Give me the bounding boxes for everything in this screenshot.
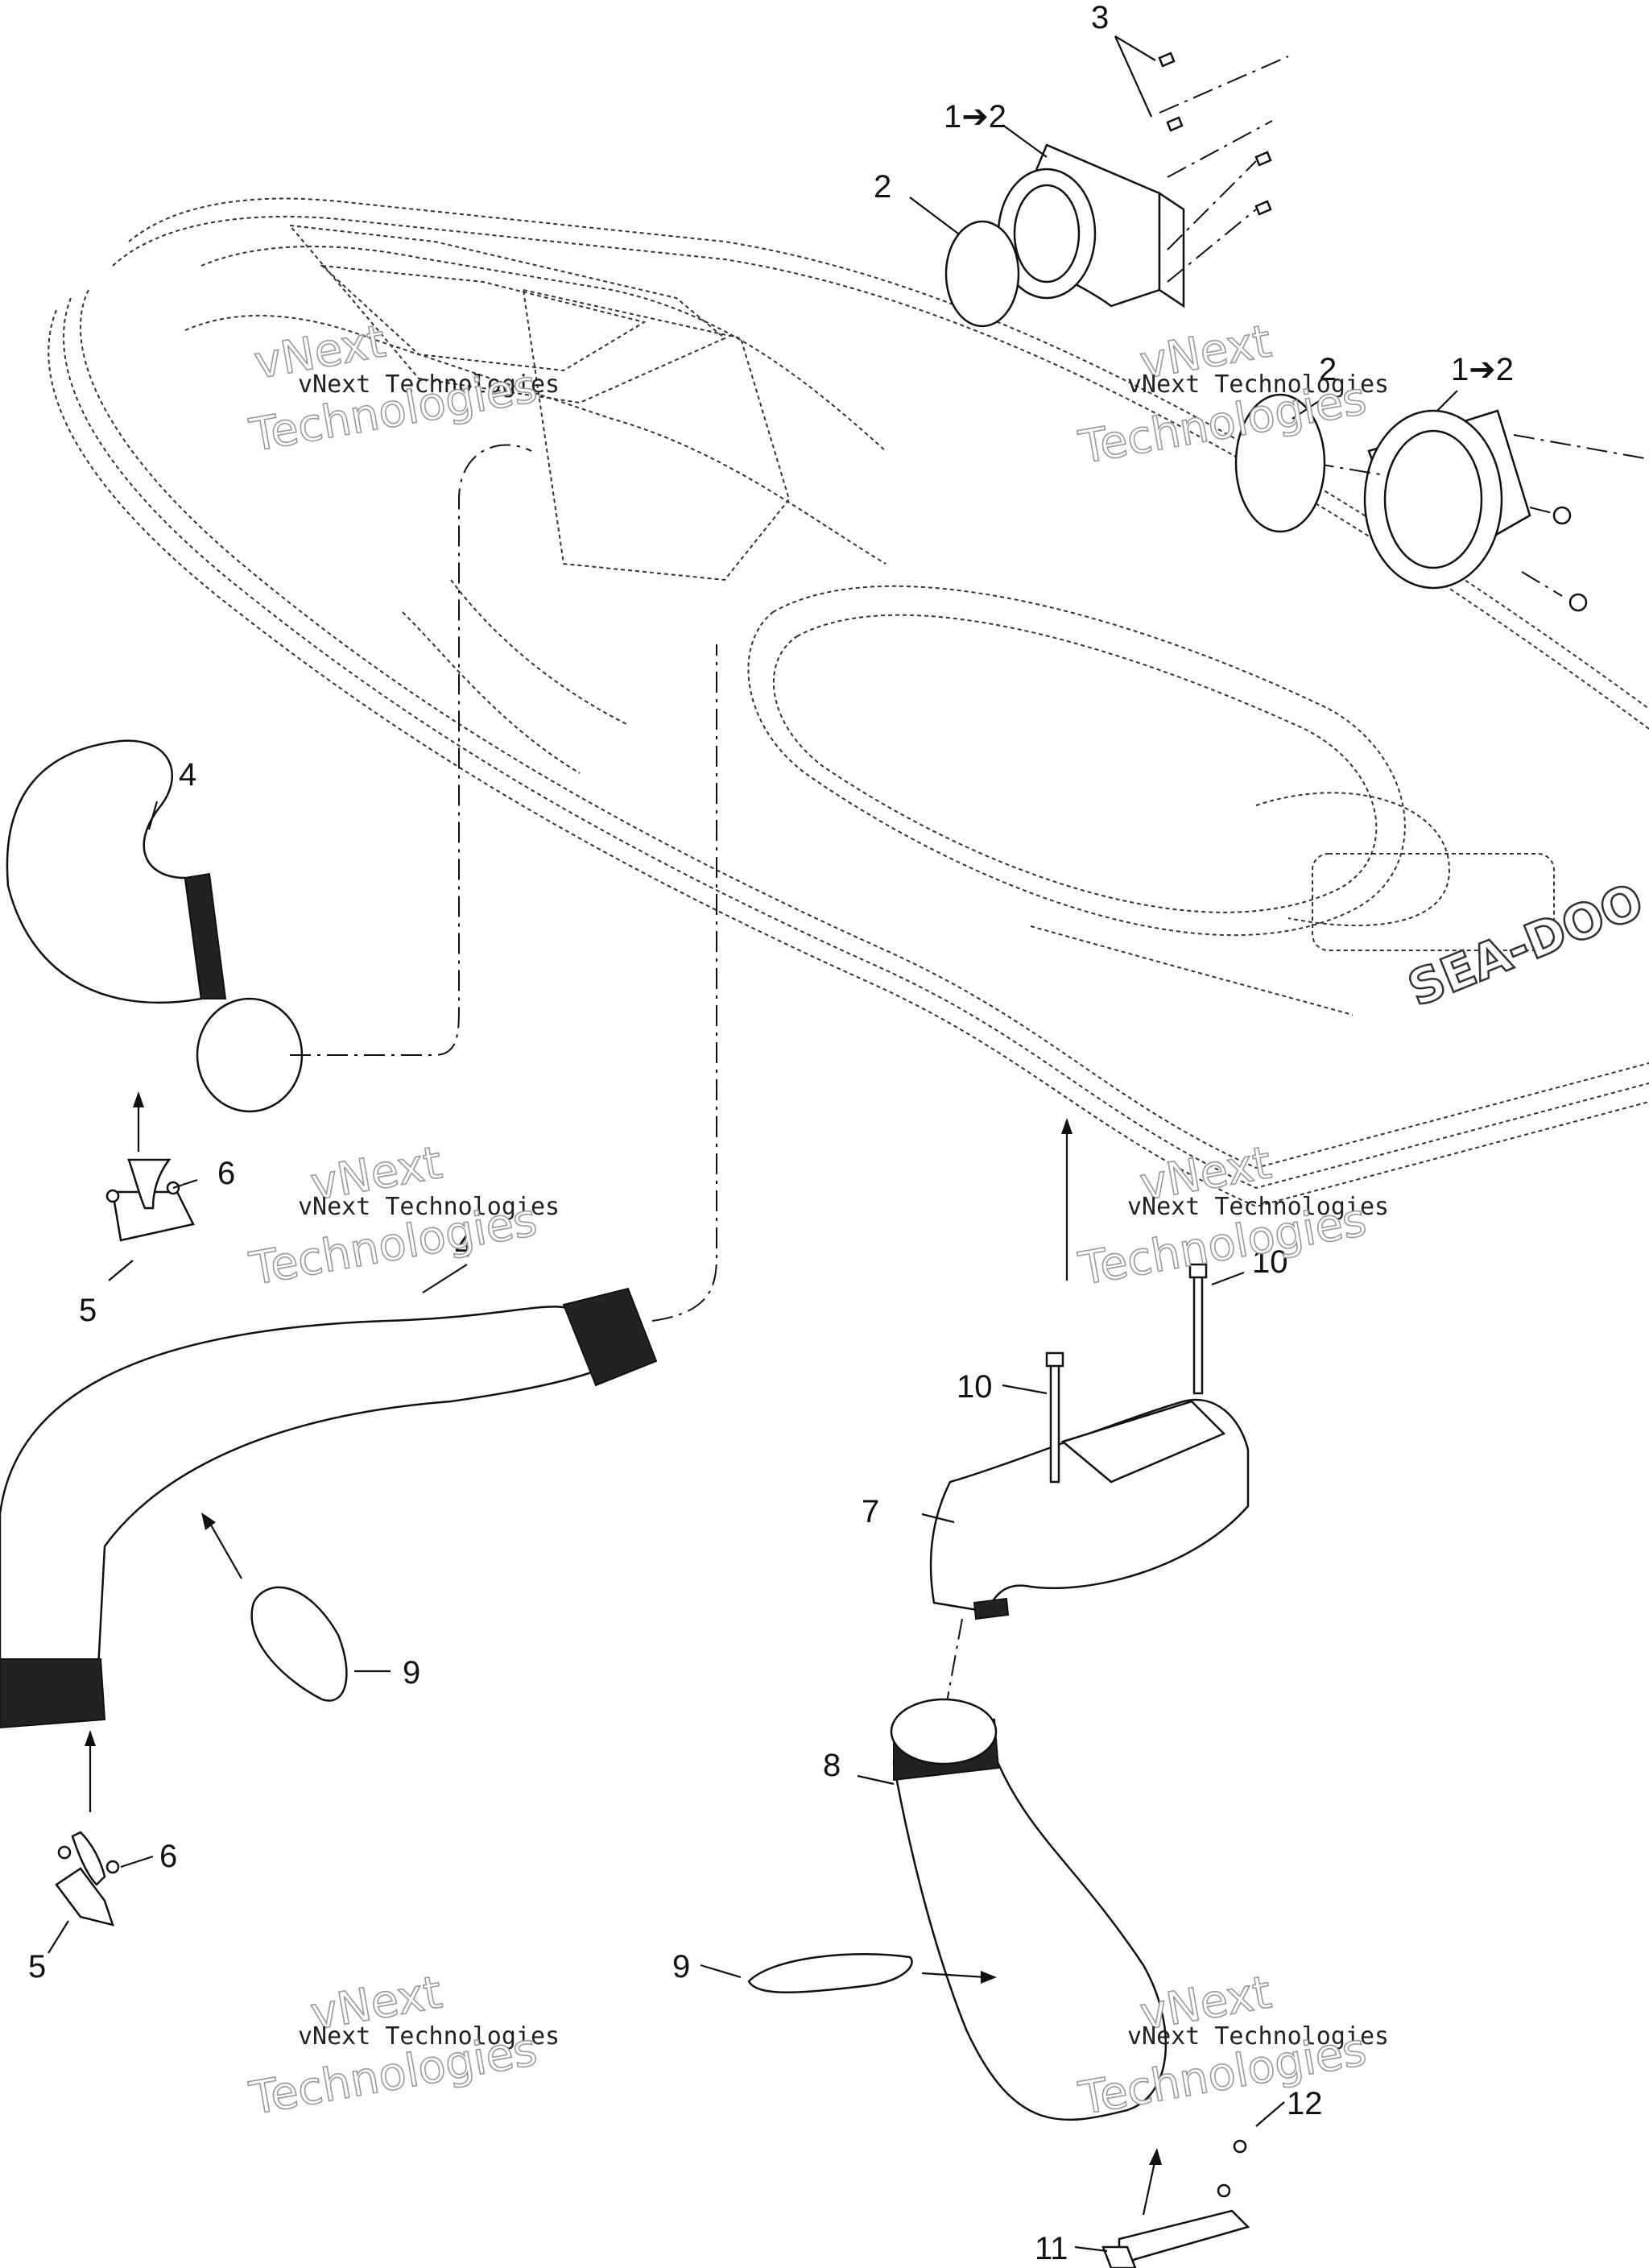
callout-4-lower: 4	[455, 1228, 473, 1264]
vent-boot-upper	[997, 143, 1185, 308]
watermark-top-right: vNext vNext Technologies Technologies	[1074, 315, 1389, 475]
callout-9-lower: 9	[672, 1949, 690, 1984]
clamp-upper	[944, 220, 1020, 328]
callout-2-upper: 2	[874, 169, 891, 205]
callout-5-lower: 5	[28, 1949, 46, 1984]
callout-6-upper: 6	[217, 1156, 235, 1191]
vent-tube-upper-left	[6, 444, 532, 1113]
callout-10-upper: 10	[1252, 1244, 1288, 1280]
clamp-right	[1234, 393, 1326, 533]
callout-12: 12	[1287, 2086, 1323, 2121]
clamp-middle	[201, 1513, 348, 1702]
clamp-lower	[747, 1953, 997, 1993]
callout-7: 7	[862, 1494, 879, 1529]
watermark-mid-right: vNext vNext Technologies Technologies	[1074, 1136, 1389, 1297]
callout-1-to-2-upper: 1➔2	[944, 99, 1006, 135]
bolts	[1045, 1118, 1208, 1484]
watermark-mid-left: vNext vNext Technologies Technologies	[245, 1136, 560, 1297]
watercraft-hull	[48, 197, 1649, 1208]
callout-8: 8	[823, 1748, 841, 1783]
bracket-lower	[55, 1730, 120, 1927]
callout-2-right: 2	[1319, 352, 1337, 387]
watermark-bottom-left: vNext vNext Technologies Technologies	[245, 1966, 560, 2126]
callout-10-lower: 10	[957, 1369, 993, 1405]
callout-11: 11	[1035, 2231, 1068, 2266]
callout-labels: 3 1➔2 2 2 1➔2 4 6 5 4 10 10 7 9 8 6 5 9 …	[28, 0, 1514, 2266]
callout-leaders	[48, 35, 1458, 2253]
vent-boot-right	[1239, 409, 1649, 612]
svg-text:vNext Technologies: vNext Technologies	[298, 1193, 560, 1221]
brand-deck-text: SEA-DOO	[1400, 873, 1649, 1018]
callout-6-lower: 6	[159, 1839, 177, 1874]
svg-text:vNext Technologies: vNext Technologies	[298, 370, 560, 399]
svg-text:vNext Technologies: vNext Technologies	[1127, 1193, 1389, 1221]
bracket-bottom	[1101, 2139, 1250, 2268]
watermarks: vNext vNext Technologies Technologies vN…	[245, 315, 1389, 2126]
callout-4-upper: 4	[179, 757, 196, 793]
svg-text:vNext Technologies: vNext Technologies	[298, 2022, 560, 2051]
vent-tube-lower-right	[890, 1698, 1168, 2121]
callout-5-upper: 5	[79, 1293, 97, 1328]
callout-9-middle: 9	[403, 1655, 420, 1691]
bracket-upper	[105, 1091, 195, 1242]
svg-text:vNext Technologies: vNext Technologies	[1127, 370, 1389, 399]
svg-text:vNext Technologies: vNext Technologies	[1127, 2022, 1389, 2051]
callout-3: 3	[1091, 0, 1109, 35]
watermark-top-left: vNext vNext Technologies Technologies	[245, 315, 560, 463]
vent-tube-lower-long	[0, 644, 717, 1729]
screws-upper	[1158, 52, 1289, 283]
callout-1-to-2-right: 1➔2	[1451, 352, 1514, 387]
